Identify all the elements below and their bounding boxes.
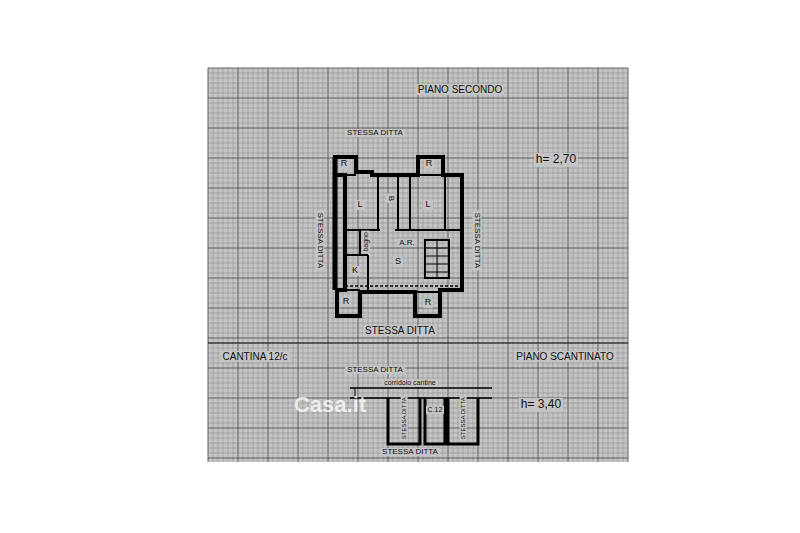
grid-line	[208, 313, 628, 314]
grid-line	[208, 408, 628, 409]
grid-line	[208, 178, 628, 179]
grid-line	[208, 343, 628, 344]
grid-line	[208, 118, 628, 119]
corridor-label: corridoio cantine	[382, 379, 437, 387]
room-label: R	[424, 159, 435, 169]
grid-line	[208, 193, 628, 194]
grid-line	[208, 103, 628, 104]
neighbour-label: STESSA DITTA	[473, 210, 482, 270]
room-label: R	[339, 159, 350, 169]
grid-line	[208, 433, 628, 434]
grid-line	[208, 228, 628, 229]
grid-line	[208, 238, 628, 239]
grid-line	[208, 73, 628, 74]
grid-paper	[208, 68, 628, 462]
grid-line	[208, 283, 628, 284]
grid-line	[208, 418, 628, 419]
neighbour-label: STESSA DITTA	[401, 395, 408, 441]
grid-line	[208, 123, 628, 124]
grid-line	[208, 198, 628, 199]
grid-line	[208, 68, 628, 69]
grid-line	[208, 308, 628, 309]
floor-title: PIANO SCANTINATO	[514, 351, 615, 362]
grid-line	[208, 213, 628, 214]
grid-line	[208, 188, 628, 189]
room-label: bagno	[362, 230, 370, 253]
grid-line	[208, 273, 628, 274]
grid-line	[208, 438, 628, 439]
grid-line	[208, 288, 628, 289]
room-label: L	[355, 200, 364, 210]
grid-line	[208, 248, 628, 249]
grid-line	[208, 233, 628, 234]
grid-line	[208, 113, 628, 114]
grid-line	[208, 423, 628, 424]
grid-line	[208, 363, 628, 364]
grid-line	[208, 258, 628, 259]
neighbour-label: STESSA DITTA	[380, 448, 440, 457]
grid-line	[208, 348, 628, 349]
grid-line	[208, 263, 628, 264]
neighbour-label: STESSA DITTA	[316, 210, 325, 270]
grid-line	[208, 218, 628, 219]
neighbour-label: STESSA DITTA	[345, 129, 405, 138]
grid-line	[208, 253, 628, 254]
room-label: L	[423, 200, 432, 210]
grid-line	[208, 143, 628, 144]
grid-line	[208, 148, 628, 149]
cellar-title: CANTINA 12/c	[220, 351, 289, 362]
room-label: S	[393, 257, 403, 267]
neighbour-label: STESSA DITTA	[460, 395, 467, 441]
grid-line	[208, 203, 628, 204]
grid-line	[208, 413, 628, 414]
grid-line	[208, 393, 628, 394]
grid-line	[208, 368, 628, 369]
grid-line	[208, 303, 628, 304]
height-label: h= 2,70	[534, 153, 578, 166]
room-label: K	[350, 266, 360, 276]
grid-line	[208, 428, 628, 429]
grid-line	[208, 78, 628, 79]
grid-line	[208, 128, 628, 129]
neighbour-label: STESSA DITTA	[345, 366, 405, 375]
grid-line	[208, 268, 628, 269]
grid-line	[208, 223, 628, 224]
grid-line	[208, 133, 628, 134]
room-label: R	[423, 298, 434, 308]
grid-line	[208, 98, 628, 99]
height-label: h= 3,40	[519, 398, 563, 411]
grid-line	[208, 138, 628, 139]
grid-line	[208, 458, 628, 459]
grid-line	[208, 373, 628, 374]
cellar-number: C.12	[426, 406, 445, 414]
room-label: R	[341, 297, 352, 307]
floor-title: PIANO SECONDO	[416, 84, 504, 95]
room-label: A.R.	[397, 239, 417, 248]
grid-line	[208, 278, 628, 279]
grid-line	[208, 183, 628, 184]
watermark: Casa.it	[292, 393, 368, 417]
grid-line	[208, 403, 628, 404]
neighbour-label: STESSA DITTA	[363, 325, 437, 336]
grid-line	[208, 243, 628, 244]
grid-line	[208, 338, 628, 339]
grid-line	[208, 298, 628, 299]
grid-line	[208, 108, 628, 109]
grid-line	[208, 208, 628, 209]
grid-line	[208, 323, 628, 324]
paper	[208, 68, 628, 462]
room-label: B	[387, 193, 396, 202]
